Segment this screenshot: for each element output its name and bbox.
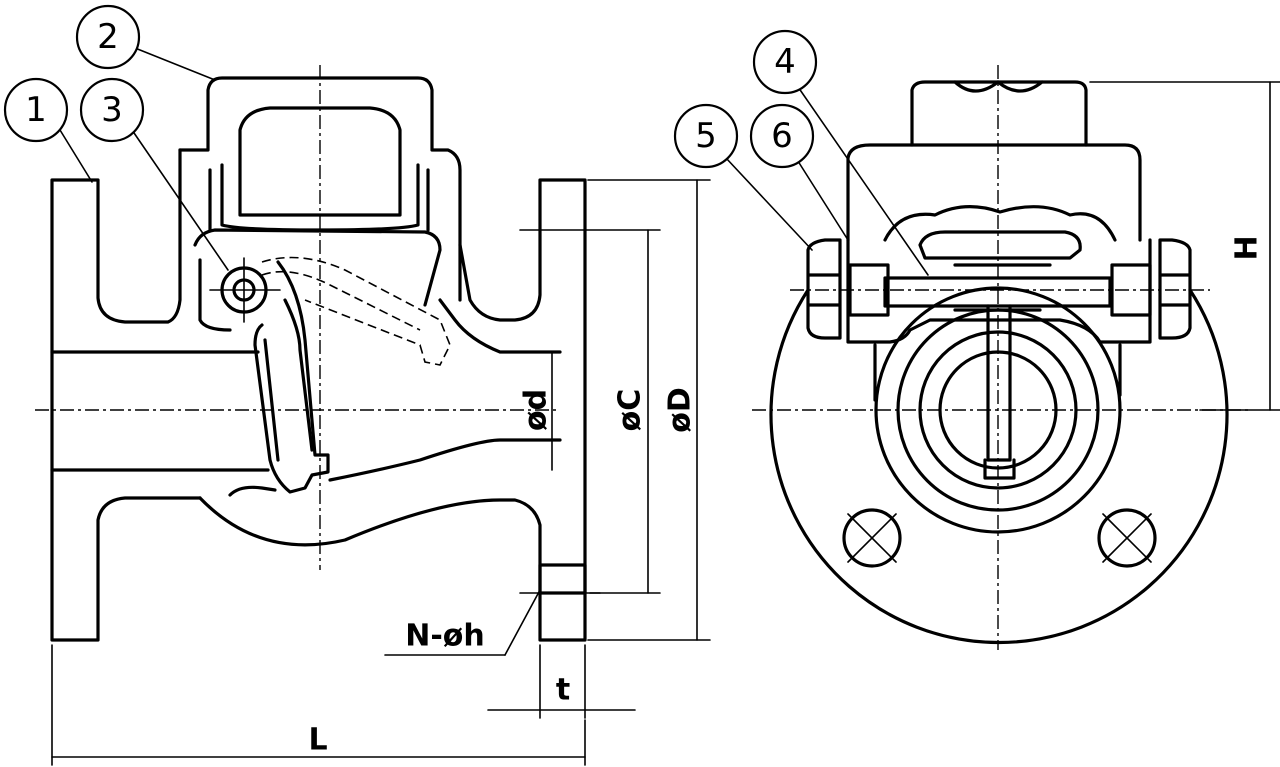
side-bolt-hole-right-x2 <box>1102 513 1152 563</box>
hinge-arm-inner <box>263 298 314 462</box>
balloon-5 <box>673 103 739 169</box>
leader-4 <box>795 83 929 276</box>
dim-t-label: t <box>556 673 570 708</box>
hinge-arm <box>198 258 330 494</box>
balloon-5-label: 5 <box>695 116 717 156</box>
dim-H-label: H <box>1230 235 1265 260</box>
balloon-1 <box>3 77 69 143</box>
balloon-1-label: 1 <box>25 90 47 130</box>
side-cover-nut <box>910 80 1088 147</box>
side-left-nut <box>806 238 842 340</box>
side-left-washer <box>848 263 890 317</box>
dim-d-label: ød <box>519 389 554 431</box>
leader-1 <box>59 129 93 183</box>
left-flange <box>50 148 202 642</box>
side-body-ring-outer <box>874 286 1122 534</box>
part-callouts: 1 2 3 4 5 6 <box>3 4 929 276</box>
balloon-3-label: 3 <box>101 90 123 130</box>
dim-c-label: øC <box>613 389 648 432</box>
side-bore <box>938 350 1058 470</box>
side-hinge-inner <box>873 230 1122 402</box>
front-section-view: ød øC øD N-øh t L <box>35 65 711 766</box>
side-right-washer <box>1110 263 1152 317</box>
balloon-6 <box>749 103 815 169</box>
body-lower-curve <box>198 178 587 642</box>
dim-L-label: L <box>308 723 327 758</box>
dim-nh-label: N-øh <box>405 619 485 654</box>
disc-open-position <box>261 256 451 366</box>
side-flange-outline <box>769 288 1229 645</box>
side-view: H <box>752 65 1280 650</box>
balloon-4-label: 4 <box>774 42 796 82</box>
balloon-6-label: 6 <box>771 116 793 156</box>
dim-nh-leader <box>504 589 541 656</box>
body-inner-lower <box>228 298 562 497</box>
leader-2 <box>134 47 216 81</box>
leader-6 <box>795 157 849 241</box>
side-body-ring-3 <box>918 330 1078 490</box>
side-cover-body <box>846 143 1142 242</box>
side-disc-stem <box>983 304 1016 480</box>
leader-5 <box>725 157 813 251</box>
side-right-nut <box>1158 238 1192 340</box>
side-bolt-hole-right <box>1097 508 1157 568</box>
balloon-2-label: 2 <box>97 17 119 57</box>
side-bolt-hole-left <box>842 508 902 568</box>
cover-inner <box>208 106 430 232</box>
cover-outer <box>178 76 462 302</box>
leader-3 <box>131 129 229 271</box>
balloon-3 <box>79 77 145 143</box>
bolt-hole-section <box>538 563 587 595</box>
balloon-2 <box>75 4 141 70</box>
dim-D-label: øD <box>663 387 698 433</box>
side-hinge-housing <box>846 205 1152 344</box>
balloon-4 <box>752 29 818 95</box>
side-hinge-pin <box>883 276 1112 308</box>
cover-seat <box>193 228 442 307</box>
side-bolt-hole-left-x2 <box>847 513 897 563</box>
